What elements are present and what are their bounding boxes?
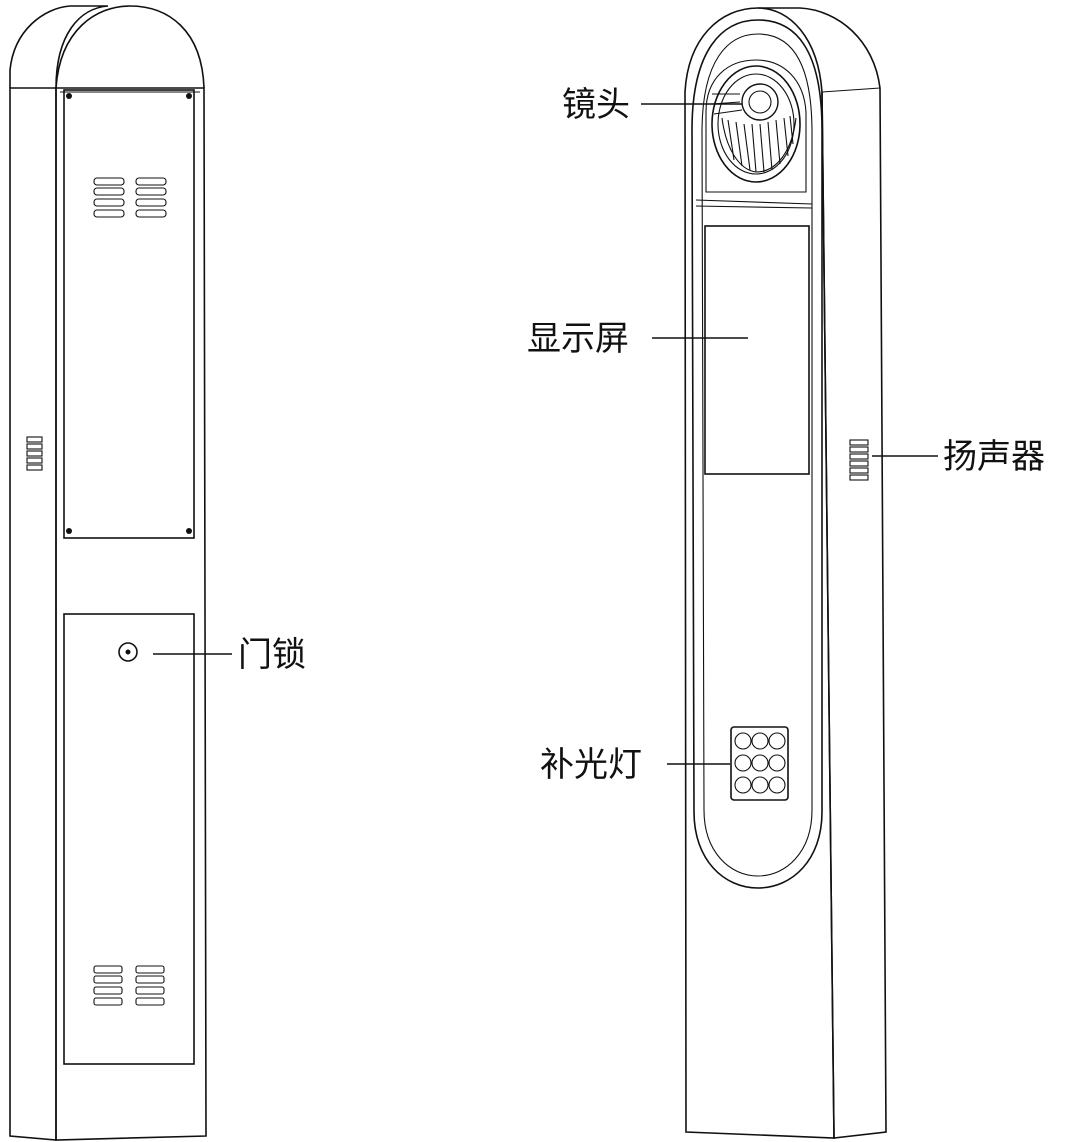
front-post-side-panel bbox=[821, 87, 887, 1139]
speaker-label: 扬声器 bbox=[943, 437, 1045, 477]
front-post-side-dome bbox=[758, 7, 881, 89]
lower-vent-grille bbox=[93, 965, 165, 1006]
speaker-grille bbox=[849, 439, 869, 481]
upper-vent-grille bbox=[93, 177, 167, 218]
rear-post-front-dome bbox=[55, 5, 205, 89]
side-vent bbox=[26, 436, 43, 471]
camera-divider bbox=[695, 199, 813, 205]
lower-cabinet-door bbox=[63, 613, 195, 1065]
panel-screw bbox=[66, 93, 72, 99]
front-post bbox=[684, 7, 887, 1139]
camera-divider bbox=[695, 205, 813, 209]
panel-screw bbox=[186, 528, 192, 534]
door-lock-label: 门锁 bbox=[238, 635, 306, 675]
display-label: 显示屏 bbox=[527, 319, 629, 359]
recess-inner-frame bbox=[701, 33, 813, 877]
lens-icon bbox=[741, 83, 779, 121]
camera-housing bbox=[705, 59, 807, 193]
display-screen bbox=[704, 225, 810, 475]
recess-outer-frame bbox=[691, 19, 823, 889]
fill-light-label: 补光灯 bbox=[540, 745, 642, 785]
rear-post-side-panel bbox=[9, 87, 57, 1141]
fill-light-module bbox=[730, 726, 789, 801]
upper-access-panel bbox=[63, 89, 195, 539]
panel-screw bbox=[186, 93, 192, 99]
rear-post bbox=[9, 5, 207, 1141]
rear-post-front-face bbox=[55, 87, 207, 1141]
front-post-top-seam bbox=[821, 87, 881, 93]
rear-post-side-dome bbox=[9, 5, 109, 89]
lens-label: 镜头 bbox=[562, 85, 630, 125]
panel-screw bbox=[66, 528, 72, 534]
door-lock-icon bbox=[118, 642, 138, 662]
